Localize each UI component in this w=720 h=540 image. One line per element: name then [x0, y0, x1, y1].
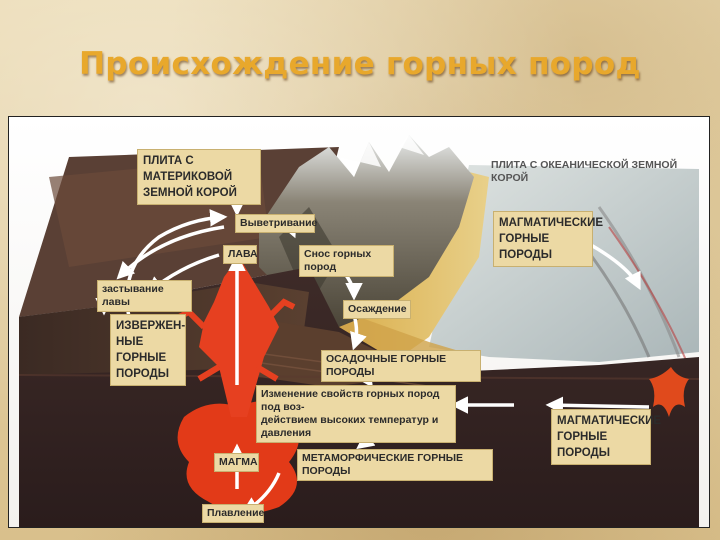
- igneous-rocks-bottom-right-label: МАГМАТИЧЕСКИЕ ГОРНЫЕ ПОРОДЫ: [551, 409, 661, 465]
- deposition-label: Осаждение: [343, 300, 411, 319]
- igneous-rocks-left-label: ИЗВЕРЖЕН- НЫЕ ГОРНЫЕ ПОРОДЫ: [110, 314, 186, 386]
- metamorphism-label: Изменение свойств горных пород под воз- …: [256, 385, 456, 443]
- igneous-rocks-top-right-label: МАГМАТИЧЕСКИЕ ГОРНЫЕ ПОРОДЫ: [493, 211, 603, 267]
- melting-label: Плавление: [202, 504, 264, 523]
- sedimentary-rocks-label: ОСАДОЧНЫЕ ГОРНЫЕ ПОРОДЫ: [321, 350, 481, 382]
- lava-label: ЛАВА: [223, 245, 258, 264]
- continental-plate-label: ПЛИТА С МАТЕРИКОВОЙ ЗЕМНОЙ КОРОЙ: [137, 149, 261, 205]
- oceanic-plate-label: ПЛИТА С ОКЕАНИЧЕСКОЙ ЗЕМНОЙ КОРОЙ: [491, 159, 678, 184]
- metamorphic-rocks-label: МЕТАМОРФИЧЕСКИЕ ГОРНЫЕ ПОРОДЫ: [297, 449, 493, 481]
- magma-label: МАГМА: [214, 453, 259, 472]
- page-title: Происхождение горных пород: [79, 46, 641, 82]
- weathering-label: Выветривание: [235, 214, 317, 233]
- lava-solidification-label: застывание лавы: [97, 280, 192, 312]
- rock-cycle-diagram: ПЛИТА С МАТЕРИКОВОЙ ЗЕМНОЙ КОРОЙ ПЛИТА С…: [8, 116, 710, 528]
- erosion-label: Снос горных пород: [299, 245, 394, 277]
